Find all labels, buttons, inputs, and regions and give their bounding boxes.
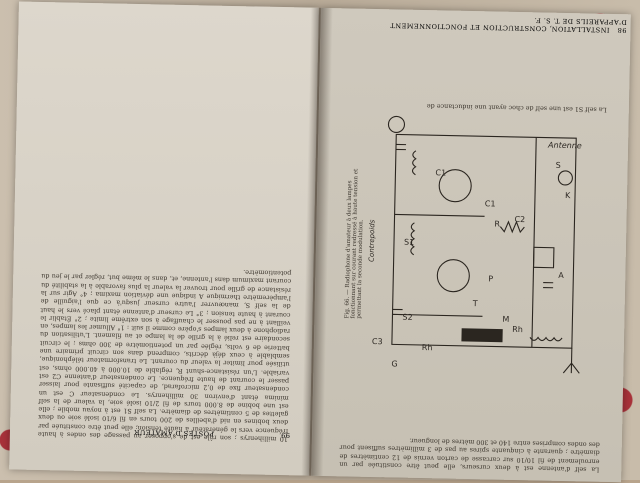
- wire-h-2: [394, 213, 485, 217]
- wire-h-1: [392, 313, 483, 317]
- label-m: M: [502, 315, 509, 324]
- label-c1-a: C1: [485, 199, 496, 208]
- figure-caption: Fig. 66. — Radiophone d'amateur à deux l…: [344, 168, 365, 319]
- label-rh-1: Rh: [512, 325, 523, 334]
- capacitor-c2: [392, 308, 403, 316]
- coil-s2: [411, 150, 417, 176]
- antenna-symbol: [562, 348, 580, 374]
- label-t: T: [472, 299, 478, 308]
- transformer-block: [461, 328, 503, 343]
- label-c3: C3: [372, 337, 383, 346]
- tube-2-symbol: [438, 169, 472, 203]
- left-page-number: 99: [280, 431, 291, 440]
- resistor-r: [499, 220, 525, 234]
- label-c2: C2: [514, 215, 525, 224]
- left-page-body-text: 10 millihenrys ; son rôle est de s'oppos…: [38, 48, 296, 443]
- right-page-number: 98: [617, 26, 627, 35]
- open-book: 10 millihenrys ; son rôle est de s'oppos…: [9, 1, 640, 483]
- label-g: G: [391, 359, 397, 368]
- counterpoise-label: Contrepoids: [368, 219, 377, 262]
- label-rh-2: Rh: [422, 343, 433, 352]
- wire-outer-loop: [391, 133, 577, 349]
- antenna-label: Antenne: [547, 141, 582, 151]
- coil-s: [529, 336, 563, 342]
- capacitor-c3: [395, 143, 407, 151]
- capacitor-c1: [543, 281, 554, 289]
- ammeter-symbol: [557, 170, 573, 186]
- label-r: R: [494, 220, 500, 229]
- tube-1-symbol: [436, 259, 470, 293]
- key-k-symbol: [532, 246, 555, 269]
- label-s2: S2: [402, 313, 412, 322]
- circuit-diagram: Antenne Contrepoids S K C2 C1 C1 S1 R S2…: [368, 115, 582, 374]
- label-p: P: [488, 274, 493, 283]
- label-a: A: [558, 271, 564, 280]
- label-s: S: [556, 161, 561, 170]
- left-page-paragraph: 10 millihenrys ; son rôle est de s'oppos…: [37, 268, 292, 444]
- left-running-head: POSTES D'AMATEUR: [133, 428, 215, 438]
- generator-symbol: [387, 115, 406, 133]
- label-k: K: [565, 191, 571, 200]
- right-page-bottom-text: La self S1 est une self de choc ayant un…: [347, 28, 609, 114]
- label-c1-b: C1: [435, 168, 446, 177]
- wire-vertical-1: [531, 137, 537, 348]
- right-top-paragraph: La self d'antenne est à deux curseurs, e…: [339, 436, 600, 474]
- diagram-labels: Antenne Contrepoids S K C2 C1 C1 S1 R S2…: [368, 141, 582, 369]
- coil-s1: [410, 222, 416, 256]
- right-page-top-text: La self d'antenne est à deux curseurs, e…: [339, 368, 601, 474]
- label-s1: S1: [404, 238, 414, 247]
